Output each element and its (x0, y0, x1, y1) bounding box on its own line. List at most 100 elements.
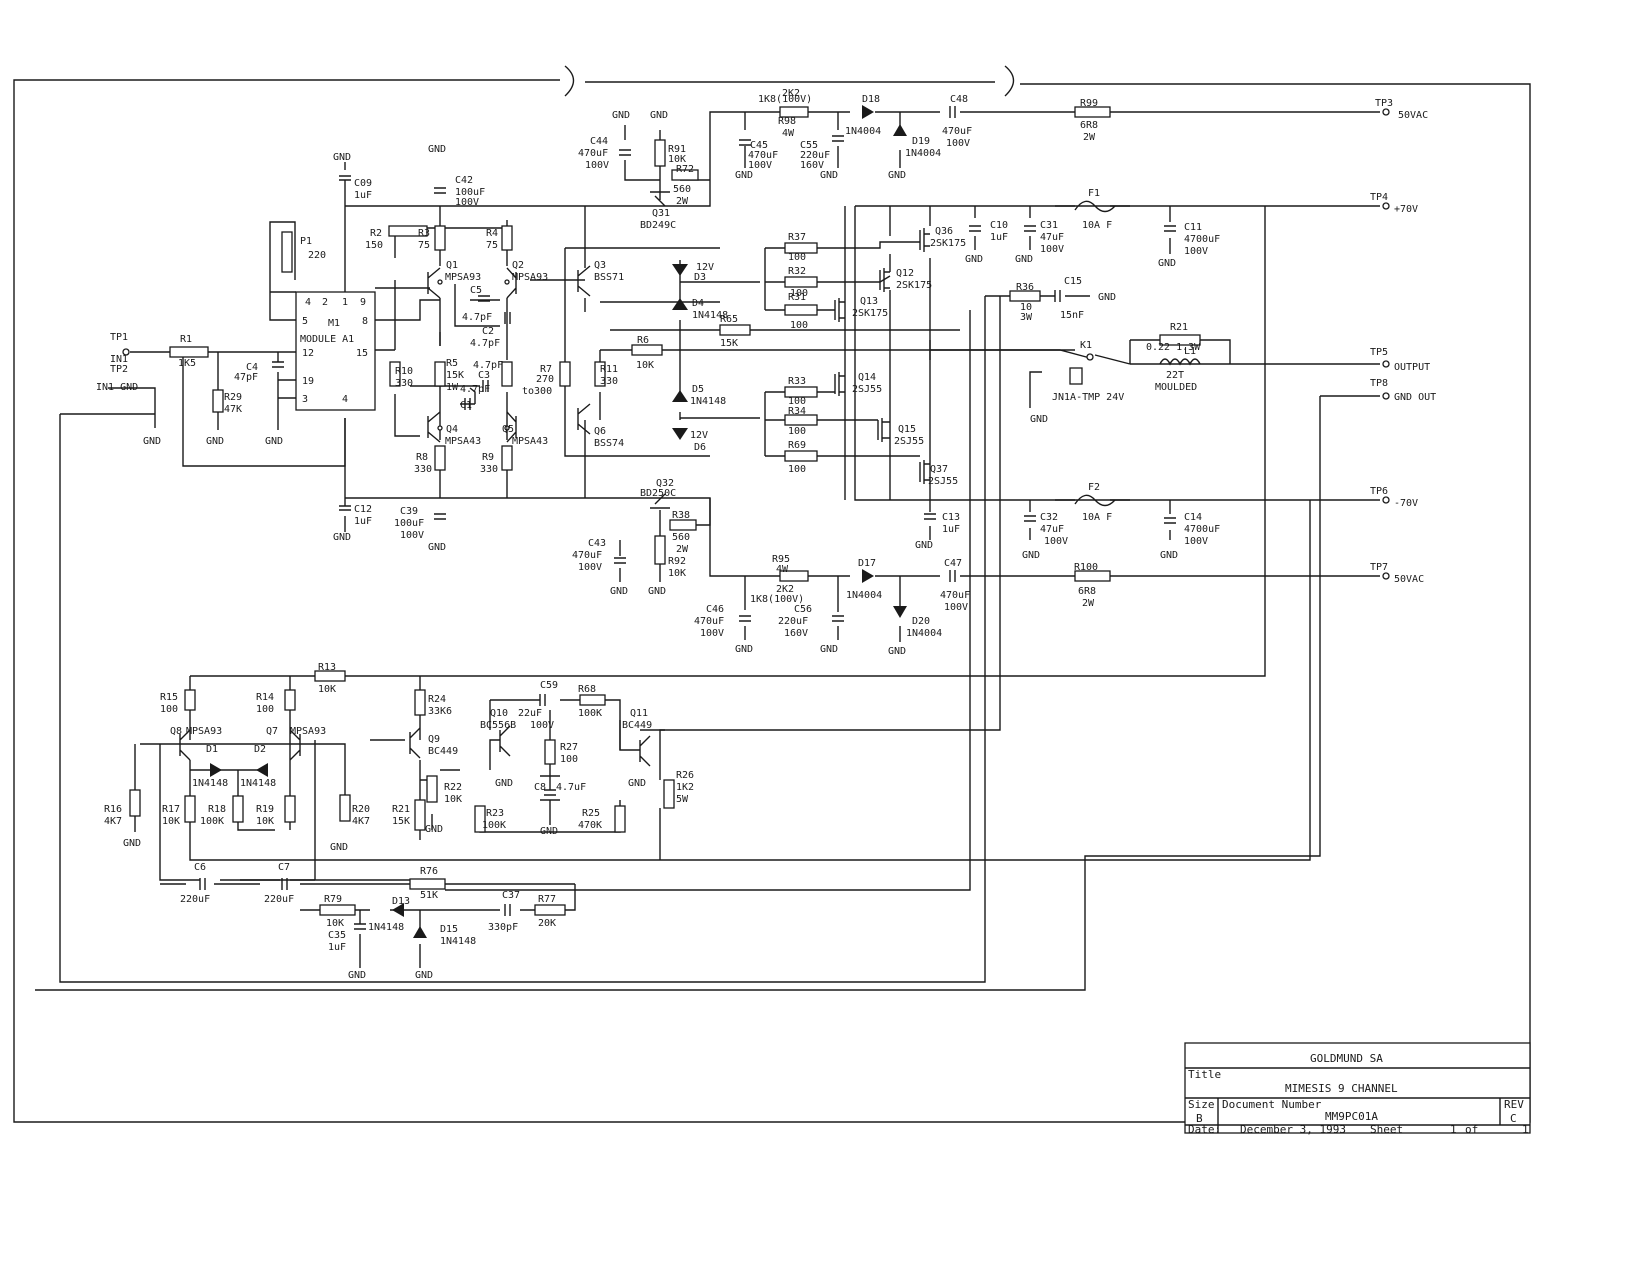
r24-body (414, 689, 426, 716)
c56-label: C56 (794, 604, 812, 615)
gnd-label: GND (1158, 258, 1176, 269)
c44-value: 470uF (578, 148, 608, 159)
tp5-label: TP5 (1370, 347, 1388, 358)
module-name: MODULE A1 (300, 334, 354, 345)
c42-voltage: 100V (455, 197, 479, 208)
r95-alt: 2K2 (776, 584, 794, 595)
tp3-terminal[interactable] (1382, 108, 1390, 116)
tp3-net: 50VAC (1398, 110, 1428, 121)
r100-body (1074, 570, 1111, 582)
r99-label: R99 (1080, 98, 1098, 109)
r14-label: R14 (256, 692, 274, 703)
q15-label: Q15 (898, 424, 916, 435)
gnd-label: GND (735, 644, 753, 655)
q8-label: Q8 (170, 726, 182, 737)
c32-voltage: 100V (1044, 536, 1068, 547)
d19-label: D19 (912, 136, 930, 147)
r15-value: 100 (160, 704, 178, 715)
c31-plates (1024, 225, 1036, 232)
gnd-label: GND (628, 778, 646, 789)
c6-plates (199, 878, 206, 890)
r10-body (389, 361, 401, 387)
gnd-label: GND (540, 826, 558, 837)
relay-type: JN1A-TMP 24V (1052, 392, 1124, 403)
r98-label: R98 (778, 116, 796, 127)
r98-body (779, 106, 809, 118)
tp7-terminal[interactable] (1382, 572, 1390, 580)
c59-value: 22uF (518, 708, 542, 719)
r95-note: 1K8(100V) (750, 594, 804, 605)
r17-label: R17 (162, 804, 180, 815)
tp4-terminal[interactable] (1382, 202, 1390, 210)
c55-label: C55 (800, 140, 818, 151)
c1-label: C1 (460, 400, 472, 411)
r21b-value: 15K (392, 816, 410, 827)
c2-plates (504, 312, 511, 324)
module-pin: 2 (322, 297, 328, 308)
gnd-label: GND (330, 842, 348, 853)
tp8-terminal[interactable] (1382, 392, 1390, 400)
tp8-label: TP8 (1370, 378, 1388, 389)
q2-symbol (506, 267, 517, 299)
q6-symbol (577, 403, 591, 435)
r95-label: R95 (772, 554, 790, 565)
r92-label: R92 (668, 556, 686, 567)
r92-body (654, 535, 666, 565)
tp6-terminal[interactable] (1382, 496, 1390, 504)
c39-voltage: 100V (400, 530, 424, 541)
r76-body (409, 878, 446, 890)
tp6-net: -70V (1394, 498, 1418, 509)
c5-plates (478, 295, 490, 302)
r76-label: R76 (420, 866, 438, 877)
c39-label: C39 (400, 506, 418, 517)
r5-body (434, 361, 446, 387)
r23-value: 100K (482, 820, 506, 831)
q1-symbol (427, 267, 441, 299)
c42-label: C42 (455, 175, 473, 186)
q5-label: Q5 (502, 424, 514, 435)
d13-symbol (392, 903, 404, 917)
c48-value: 470uF (942, 126, 972, 137)
sheet-label: Sheet (1370, 1123, 1403, 1136)
rev-label: REV (1504, 1098, 1524, 1111)
c15-value: 15nF (1060, 310, 1084, 321)
r13-body (314, 670, 346, 682)
f1-value: 10A F (1082, 220, 1112, 231)
r14-value: 100 (256, 704, 274, 715)
c11-voltage: 100V (1184, 246, 1208, 257)
module-a1-box (295, 291, 376, 411)
r34-label: R34 (788, 406, 806, 417)
r100-value: 6R8 (1078, 586, 1096, 597)
l1-symbol (1159, 358, 1201, 366)
r72-body (671, 169, 699, 181)
q8-type: MPSA93 (186, 726, 222, 737)
gnd-label: GND (612, 110, 630, 121)
c13-plates (924, 513, 936, 520)
q7-type: MPSA93 (290, 726, 326, 737)
r27-label: R27 (560, 742, 578, 753)
q37-label: Q37 (930, 464, 948, 475)
r33-value: 100 (788, 396, 806, 407)
r4-label: R4 (486, 228, 498, 239)
q7-label: Q7 (266, 726, 278, 737)
c32-value: 47uF (1040, 524, 1064, 535)
r5-value: 15K (446, 370, 464, 381)
module-pin: 15 (356, 348, 368, 359)
c7-value: 220uF (264, 894, 294, 905)
tp1-terminal[interactable] (122, 348, 130, 356)
module-pin: 3 (302, 394, 308, 405)
k1-label: K1 (1080, 340, 1092, 351)
r27-value: 100 (560, 754, 578, 765)
d3-label: D3 (694, 272, 706, 283)
d4-label: D4 (692, 298, 704, 309)
r36-body (1009, 290, 1041, 302)
c59-voltage: 100V (530, 720, 554, 731)
gnd-label: GND (428, 542, 446, 553)
r77-body (534, 904, 566, 916)
r99-value: 6R8 (1080, 120, 1098, 131)
r3-body (434, 225, 446, 251)
r1-body (169, 346, 209, 358)
r25-value: 470K (578, 820, 602, 831)
tp5-terminal[interactable] (1382, 360, 1390, 368)
r16-body (129, 789, 141, 817)
